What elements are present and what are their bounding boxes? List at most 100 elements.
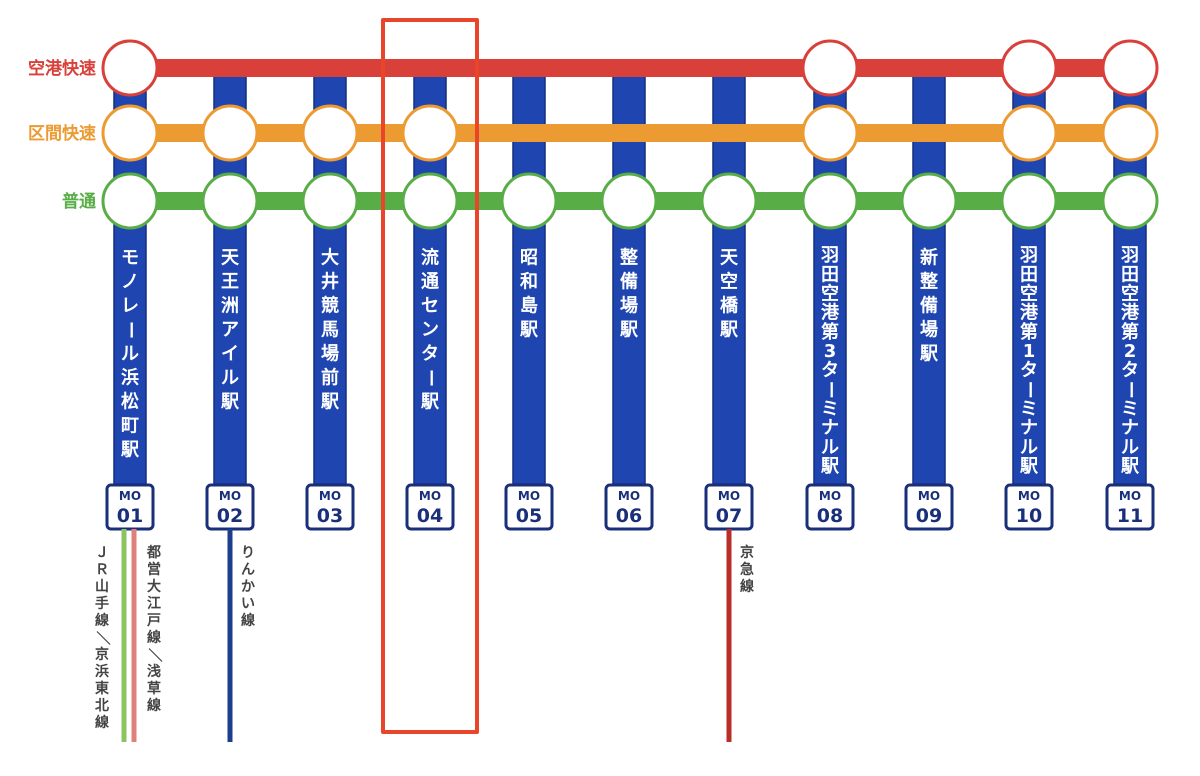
station-name-mo11-char: 第 bbox=[1121, 321, 1139, 343]
station-code-mo06[interactable]: MO 06 bbox=[604, 483, 654, 531]
transfer-label-mo01-0-char: 山 bbox=[95, 579, 109, 595]
station-code-number: 02 bbox=[217, 505, 243, 527]
stop-marker-local-mo10[interactable] bbox=[1000, 172, 1058, 230]
stop-marker-local-mo11[interactable] bbox=[1101, 172, 1159, 230]
station-name-mo09-char: 場 bbox=[920, 320, 938, 341]
station-name-mo11-char: 田 bbox=[1121, 264, 1139, 285]
transfer-label-mo01-1-char: ／ bbox=[146, 648, 162, 662]
station-name-mo01-char: 駅 bbox=[120, 440, 140, 461]
station-name-mo11-char: タ bbox=[1121, 360, 1139, 381]
transfer-label-mo01-1-char: 草 bbox=[147, 680, 161, 697]
station-name-mo04-char: タ bbox=[421, 344, 439, 365]
station-name-mo10-char: ナ bbox=[1020, 418, 1038, 439]
station-name-mo08-char: ル bbox=[821, 437, 839, 458]
station-name-mo03-char: 場 bbox=[321, 344, 339, 365]
transfer-label-mo07-0-char: 線 bbox=[740, 578, 754, 595]
stop-marker-section-rapid-mo03[interactable] bbox=[301, 104, 359, 162]
stop-marker-local-mo02[interactable] bbox=[201, 172, 259, 230]
station-code-box bbox=[105, 483, 155, 531]
stop-marker-section-rapid-mo04[interactable] bbox=[401, 104, 459, 162]
transfer-label-mo01-0-char: Ｒ bbox=[95, 562, 109, 578]
stop-marker-airport-rapid-mo11[interactable] bbox=[1101, 39, 1159, 97]
station-name-mo02-char: イ bbox=[221, 344, 239, 365]
station-name-mo05-char: 昭 bbox=[520, 248, 538, 269]
station-name-mo01-char: ノ bbox=[121, 272, 139, 293]
stop-marker-section-rapid-mo01[interactable] bbox=[101, 104, 159, 162]
stop-marker-airport-rapid-mo10[interactable] bbox=[1000, 39, 1058, 97]
station-name-mo08-char: 3 bbox=[824, 341, 837, 362]
station-code-mo02[interactable]: MO 02 bbox=[205, 483, 255, 531]
stop-marker-section-rapid-mo10[interactable] bbox=[1000, 104, 1058, 162]
stop-marker-local-mo06[interactable] bbox=[600, 172, 658, 230]
stop-marker-local-mo07[interactable] bbox=[700, 172, 758, 230]
stop-marker-section-rapid-mo08[interactable] bbox=[801, 104, 859, 162]
station-code-box bbox=[805, 483, 855, 531]
station-name-mo03-char: 馬 bbox=[321, 320, 339, 341]
stop-marker-local-mo01[interactable] bbox=[101, 172, 159, 230]
station-code-prefix: MO bbox=[718, 489, 740, 503]
stop-marker-section-rapid-mo11[interactable] bbox=[1101, 104, 1159, 162]
station-name-mo04-char: ー bbox=[420, 369, 441, 387]
station-code-prefix: MO bbox=[419, 489, 441, 503]
station-code-number: 11 bbox=[1117, 505, 1143, 527]
stop-marker-local-mo04[interactable] bbox=[401, 172, 459, 230]
station-name-mo11-char: 2 bbox=[1124, 341, 1137, 362]
station-name-mo08-char: ミ bbox=[821, 398, 839, 419]
station-name-mo01-char: 町 bbox=[121, 416, 139, 437]
station-name-mo09-char: 備 bbox=[920, 295, 938, 317]
station-code-box bbox=[904, 483, 954, 531]
station-name-mo08-char: 第 bbox=[821, 321, 839, 343]
station-code-number: 07 bbox=[716, 505, 742, 527]
station-name-mo05-char: 和 bbox=[520, 272, 538, 293]
transfer-label-mo01-1-char: 戸 bbox=[147, 613, 161, 629]
station-name-mo11-char: 空 bbox=[1121, 282, 1139, 304]
station-code-prefix: MO bbox=[618, 489, 640, 503]
station-name-mo06-char: 場 bbox=[620, 296, 638, 317]
station-name-mo02-char: ア bbox=[221, 320, 239, 341]
station-name-mo02-char: ル bbox=[221, 368, 239, 389]
stop-marker-airport-rapid-mo08[interactable] bbox=[801, 39, 859, 97]
station-code-prefix: MO bbox=[219, 489, 241, 503]
station-name-mo02-char: 王 bbox=[221, 272, 239, 293]
transfer-label-mo07-0-char: 急 bbox=[740, 561, 754, 578]
station-name-mo10-char: 空 bbox=[1020, 282, 1038, 304]
stop-marker-local-mo05[interactable] bbox=[500, 172, 558, 230]
station-name-mo07-char: 天 bbox=[720, 248, 739, 269]
station-code-number: 09 bbox=[916, 505, 942, 527]
stop-marker-local-mo09[interactable] bbox=[900, 172, 958, 230]
station-name-mo11-char: 駅 bbox=[1120, 456, 1140, 477]
station-code-number: 05 bbox=[516, 505, 542, 527]
station-code-number: 10 bbox=[1016, 505, 1042, 527]
station-code-number: 06 bbox=[616, 505, 642, 527]
station-name-mo08-char: 港 bbox=[821, 303, 840, 324]
station-code-number: 03 bbox=[317, 505, 343, 527]
stop-marker-airport-rapid-mo01[interactable] bbox=[101, 39, 159, 97]
station-name-mo11-char: ル bbox=[1121, 437, 1139, 458]
station-name-mo06-char: 備 bbox=[620, 271, 638, 293]
station-code-mo07[interactable]: MO 07 bbox=[704, 483, 754, 531]
transfer-label-mo07-0-char: 京 bbox=[740, 544, 754, 561]
stop-marker-local-mo03[interactable] bbox=[301, 172, 359, 230]
stop-marker-section-rapid-mo02[interactable] bbox=[201, 104, 259, 162]
transfer-label-mo01-1-char: 浅 bbox=[147, 663, 161, 680]
station-name-mo06-char: 駅 bbox=[619, 320, 639, 341]
stop-marker-local-mo08[interactable] bbox=[801, 172, 859, 230]
station-name-mo11-char: ー bbox=[1120, 381, 1141, 399]
station-name-mo04-char: セ bbox=[421, 296, 439, 317]
